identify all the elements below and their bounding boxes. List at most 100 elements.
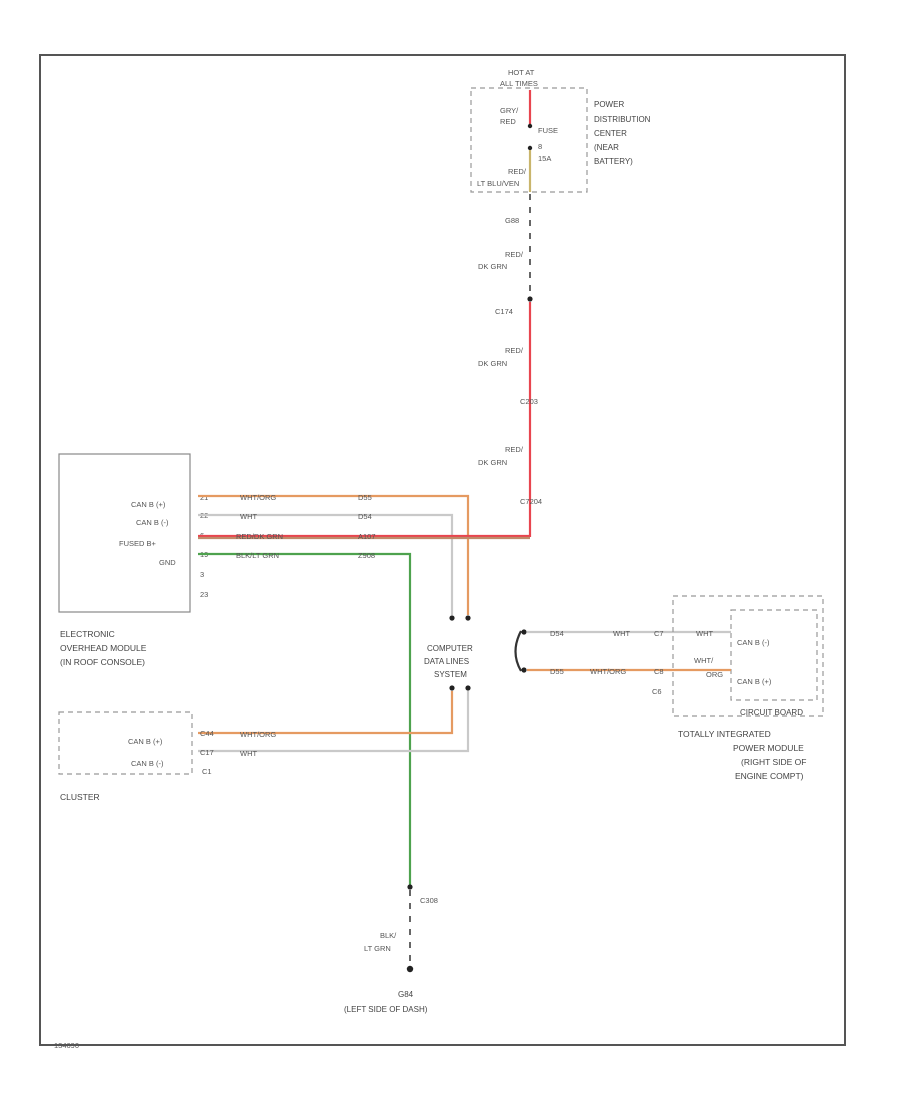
overhead-module-box <box>58 453 191 613</box>
connector-c7204-label: C7204 <box>520 497 542 506</box>
ground-wire-label-1: BLK/ <box>380 931 397 940</box>
cluster-connector-label: C1 <box>202 767 212 776</box>
connector-c174-label: C174 <box>495 307 513 316</box>
tipm-loop-connector <box>514 630 522 672</box>
tipm-circuit-d55-label: D55 <box>550 667 564 676</box>
cds-label-2: DATA LINES <box>424 657 469 666</box>
power-distribution-center-box <box>470 87 588 193</box>
fuse-number-label: 8 <box>538 142 542 151</box>
cluster-wire-wht-label: WHT <box>240 749 257 758</box>
connector-g88-label: G88 <box>505 216 519 225</box>
tipm-name-3: (RIGHT SIDE OF <box>741 757 807 767</box>
tipm-pin-can-b-plus: CAN B (+) <box>737 677 772 686</box>
can-b-minus-cluster-wire <box>198 691 470 753</box>
cds-top-right-terminal <box>465 615 471 621</box>
cluster-box <box>58 711 193 775</box>
tipm-name-1: TOTALLY INTEGRATED <box>678 729 771 739</box>
ground-point-dot <box>406 965 414 973</box>
cluster-pin-can-b-plus: CAN B (+) <box>128 737 163 746</box>
fuse-terminal-bottom <box>527 145 533 151</box>
overhead-module-name-1: ELECTRONIC <box>60 629 115 639</box>
overhead-pin-gnd: GND <box>159 558 176 567</box>
cds-label-3: SYSTEM <box>434 670 467 679</box>
ground-connector-label: C308 <box>420 896 438 905</box>
fuse-rating-label: 15A <box>538 154 551 163</box>
overhead-pin-can-b-minus: CAN B (-) <box>136 518 169 527</box>
overhead-module-name-2: OVERHEAD MODULE <box>60 643 147 653</box>
cluster-pin-num-c44: C44 <box>200 729 214 738</box>
all-times-label: ALL TIMES <box>500 79 538 88</box>
tipm-inner-wire-org: ORG <box>706 670 723 679</box>
pdc-name-3: CENTER <box>594 129 627 138</box>
tipm-pin-can-b-minus: CAN B (-) <box>737 638 770 647</box>
tipm-wire-wht-label: WHT <box>613 629 630 638</box>
tipm-wire-wht-org-label: WHT/ORG <box>590 667 626 676</box>
pdc-name-5: BATTERY) <box>594 157 633 166</box>
can-b-minus-overhead-wire <box>198 513 454 615</box>
tipm-circuit-d54-label: D54 <box>550 629 564 638</box>
overhead-pin-num-21: 21 <box>200 493 208 502</box>
overhead-wire-blk-lt-grn-label: BLK/LT GRN <box>236 551 279 560</box>
cds-label-1: COMPUTER <box>427 644 473 653</box>
pdc-name-4: (NEAR <box>594 143 619 152</box>
fuse-input-wire-label-2: RED <box>500 117 516 126</box>
overhead-circuit-a107-label: A107 <box>358 532 376 541</box>
overhead-wire-wht-org-label: WHT/ORG <box>240 493 276 502</box>
cluster-pin-num-c17: C17 <box>200 748 214 757</box>
overhead-pin-num-3: 3 <box>200 570 204 579</box>
pdc-name-1: POWER <box>594 100 624 109</box>
fuse-output-wire-label-2: LT BLU/VEN <box>477 179 519 188</box>
overhead-pin-num-23: 23 <box>200 590 208 599</box>
tipm-circuit-board-box <box>730 609 818 701</box>
riser-wire-3-label: RED/ <box>505 445 524 454</box>
overhead-pin-fused-b-plus: FUSED B+ <box>119 539 157 548</box>
hot-at-label: HOT AT <box>508 68 535 77</box>
diagram-id-label: 134690 <box>54 1041 79 1050</box>
cluster-name: CLUSTER <box>60 792 100 802</box>
can-b-plus-overhead-wire <box>198 494 470 615</box>
ground-wire-label-2: LT GRN <box>364 944 391 953</box>
overhead-circuit-d55-label: D55 <box>358 493 372 502</box>
overhead-pin-can-b-plus: CAN B (+) <box>131 500 166 509</box>
ground-overhead-wire <box>198 552 412 885</box>
riser-wire-1-color: DK GRN <box>478 262 507 271</box>
fuse-terminal-top <box>527 123 533 129</box>
riser-wire-1-label: RED/ <box>505 250 524 259</box>
tipm-outer-box <box>672 595 824 717</box>
diagram-frame <box>39 54 846 1046</box>
cds-bottom-right-terminal <box>465 685 471 691</box>
overhead-circuit-z908-label: Z908 <box>358 551 375 560</box>
tipm-inner-wire-wht: WHT <box>696 629 713 638</box>
tipm-pin-num-c7: C7 <box>654 629 664 638</box>
cds-bottom-left-terminal <box>449 685 455 691</box>
ground-location: (LEFT SIDE OF DASH) <box>344 1005 428 1014</box>
connector-c174-dot <box>527 296 533 302</box>
tipm-pin-num-c8: C8 <box>654 667 664 676</box>
overhead-wire-wht-label: WHT <box>240 512 257 521</box>
can-b-plus-cluster-wire <box>198 691 454 735</box>
tipm-d55-terminal <box>521 667 527 673</box>
overhead-module-name-3: (IN ROOF CONSOLE) <box>60 657 145 667</box>
fuse-input-wire-label: GRY/ <box>500 106 519 115</box>
cluster-pin-can-b-minus: CAN B (-) <box>131 759 164 768</box>
connector-c203-label: C203 <box>520 397 538 406</box>
overhead-circuit-d54-label: D54 <box>358 512 372 521</box>
riser-wire-3-color: DK GRN <box>478 458 507 467</box>
tipm-d54-terminal <box>521 629 527 635</box>
tipm-name-2: POWER MODULE <box>733 743 804 753</box>
overhead-wire-red-dk-grn-label: RED/DK GRN <box>236 532 283 541</box>
cluster-wire-wht-org-label: WHT/ORG <box>240 730 276 739</box>
tipm-connector-label: C6 <box>652 687 662 696</box>
tipm-inner-wire-wht-slash: WHT/ <box>694 656 714 665</box>
ground-name: G84 <box>398 990 414 999</box>
fuse-label: FUSE <box>538 126 558 135</box>
fuse-output-wire-label: RED/ <box>508 167 527 176</box>
ground-connector-dot <box>407 884 413 890</box>
cds-top-left-terminal <box>449 615 455 621</box>
riser-wire-2-color: DK GRN <box>478 359 507 368</box>
riser-wire-2-label: RED/ <box>505 346 524 355</box>
pdc-name-2: DISTRIBUTION <box>594 115 651 124</box>
tipm-name-4: ENGINE COMPT) <box>735 771 804 781</box>
tipm-circuit-board-label: CIRCUIT BOARD <box>740 708 803 717</box>
